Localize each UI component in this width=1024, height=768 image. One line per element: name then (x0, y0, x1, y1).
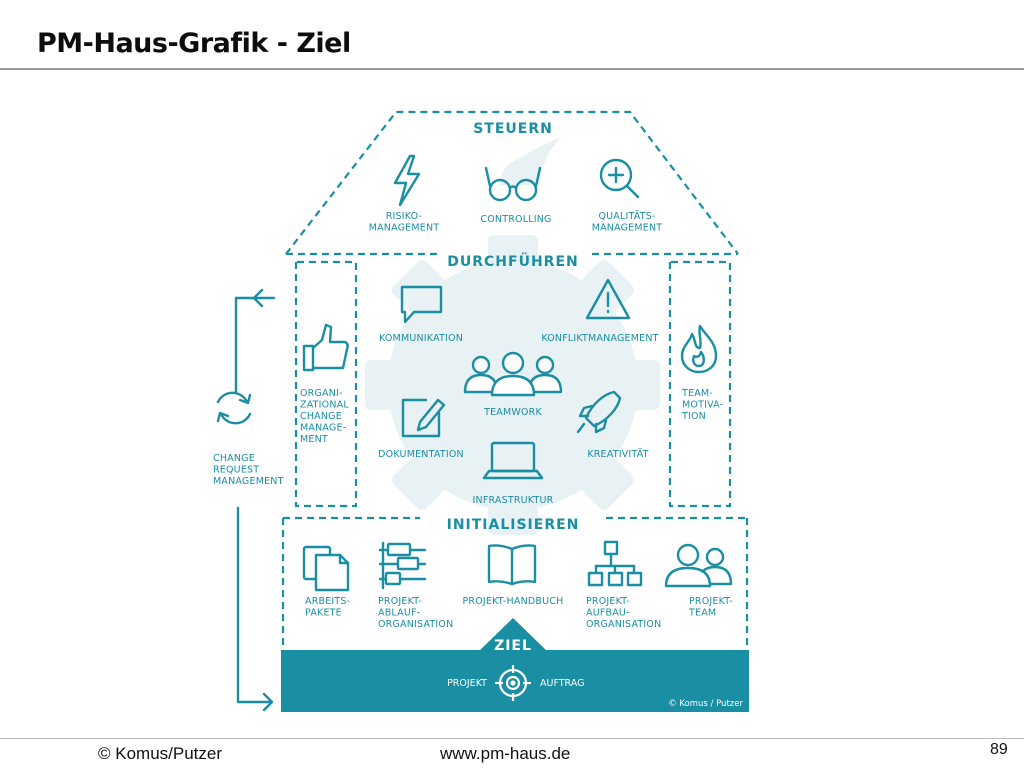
org-chart-icon (587, 540, 643, 587)
konflikt-label: KONFLIKTMANAGEMENT (541, 333, 658, 344)
ziel-label: ZIEL (494, 638, 532, 654)
gantt-icon (378, 541, 427, 590)
laptop-icon (482, 441, 544, 480)
two-people-icon (664, 543, 733, 588)
kommunikation-label: KOMMUNIKATION (379, 333, 463, 344)
infrastruktur-label: INFRASTRUKTUR (473, 495, 554, 506)
arbeitspakete-label: ARBEITS-PAKETE (305, 596, 350, 619)
steuern-label: STEUERN (473, 121, 553, 137)
refresh-cycle-icon (216, 391, 252, 425)
initialisieren-label: INITIALISIEREN (447, 517, 580, 533)
ablauf-label: PROJEKT-ABLAUF-ORGANISATION (378, 596, 453, 630)
qualitaet-label: QUALITÄTS-MANAGEMENT (592, 211, 663, 234)
teamwork-label: TEAMWORK (483, 407, 542, 418)
footer-website: www.pm-haus.de (440, 744, 571, 763)
thumbs-up-icon (302, 323, 349, 372)
pillar-right-outline (668, 260, 732, 508)
roof-outline (285, 110, 739, 255)
team-icon (463, 351, 563, 397)
risiko-label: RISIKO-MANAGEMENT (369, 211, 440, 234)
rocket-icon (576, 390, 622, 434)
ziel-triangle (478, 618, 548, 652)
kreativitaet-label: KREATIVITÄT (587, 449, 648, 460)
auftrag-label: AUFTRAG (540, 678, 584, 689)
magnifier-plus-icon (599, 158, 640, 199)
glasses-icon (484, 166, 542, 202)
pillar-right-label: TEAM-MOTIVA-TION (681, 388, 723, 422)
flame-icon (680, 324, 718, 374)
handbuch-label: PROJEKT-HANDBUCH (463, 596, 564, 607)
footer-divider (0, 738, 1024, 739)
dokumentation-label: DOKUMENTATION (378, 449, 464, 460)
aufbau-label: PROJEKT-AUFBAU-ORGANISATION (586, 596, 661, 630)
page-title: PM-Haus-Grafik - Ziel (37, 28, 351, 59)
title-divider (0, 68, 1024, 70)
controlling-label: CONTROLLING (480, 214, 551, 225)
warning-triangle-icon (585, 278, 631, 320)
documents-icon (302, 545, 350, 592)
open-book-icon (487, 544, 537, 586)
pillar-left-outline (294, 260, 358, 508)
lightning-icon (393, 154, 421, 207)
change-request-arrows (234, 288, 276, 712)
page-number: 89 (990, 741, 1008, 758)
ziel-band (281, 650, 749, 712)
diagram-copyright: © Komus / Putzer (668, 699, 743, 709)
speech-bubble-icon (400, 285, 443, 324)
projekt-label: PROJEKT (447, 678, 487, 689)
durchfuehren-label: DURCHFÜHREN (447, 252, 578, 270)
gear-tip-decoration (500, 138, 560, 185)
footer-copyright: © Komus/Putzer (98, 744, 223, 763)
team-label: PROJEKT-TEAM (688, 596, 733, 619)
document-pen-icon (401, 398, 446, 438)
gear-background (365, 235, 660, 535)
target-icon (495, 665, 531, 701)
